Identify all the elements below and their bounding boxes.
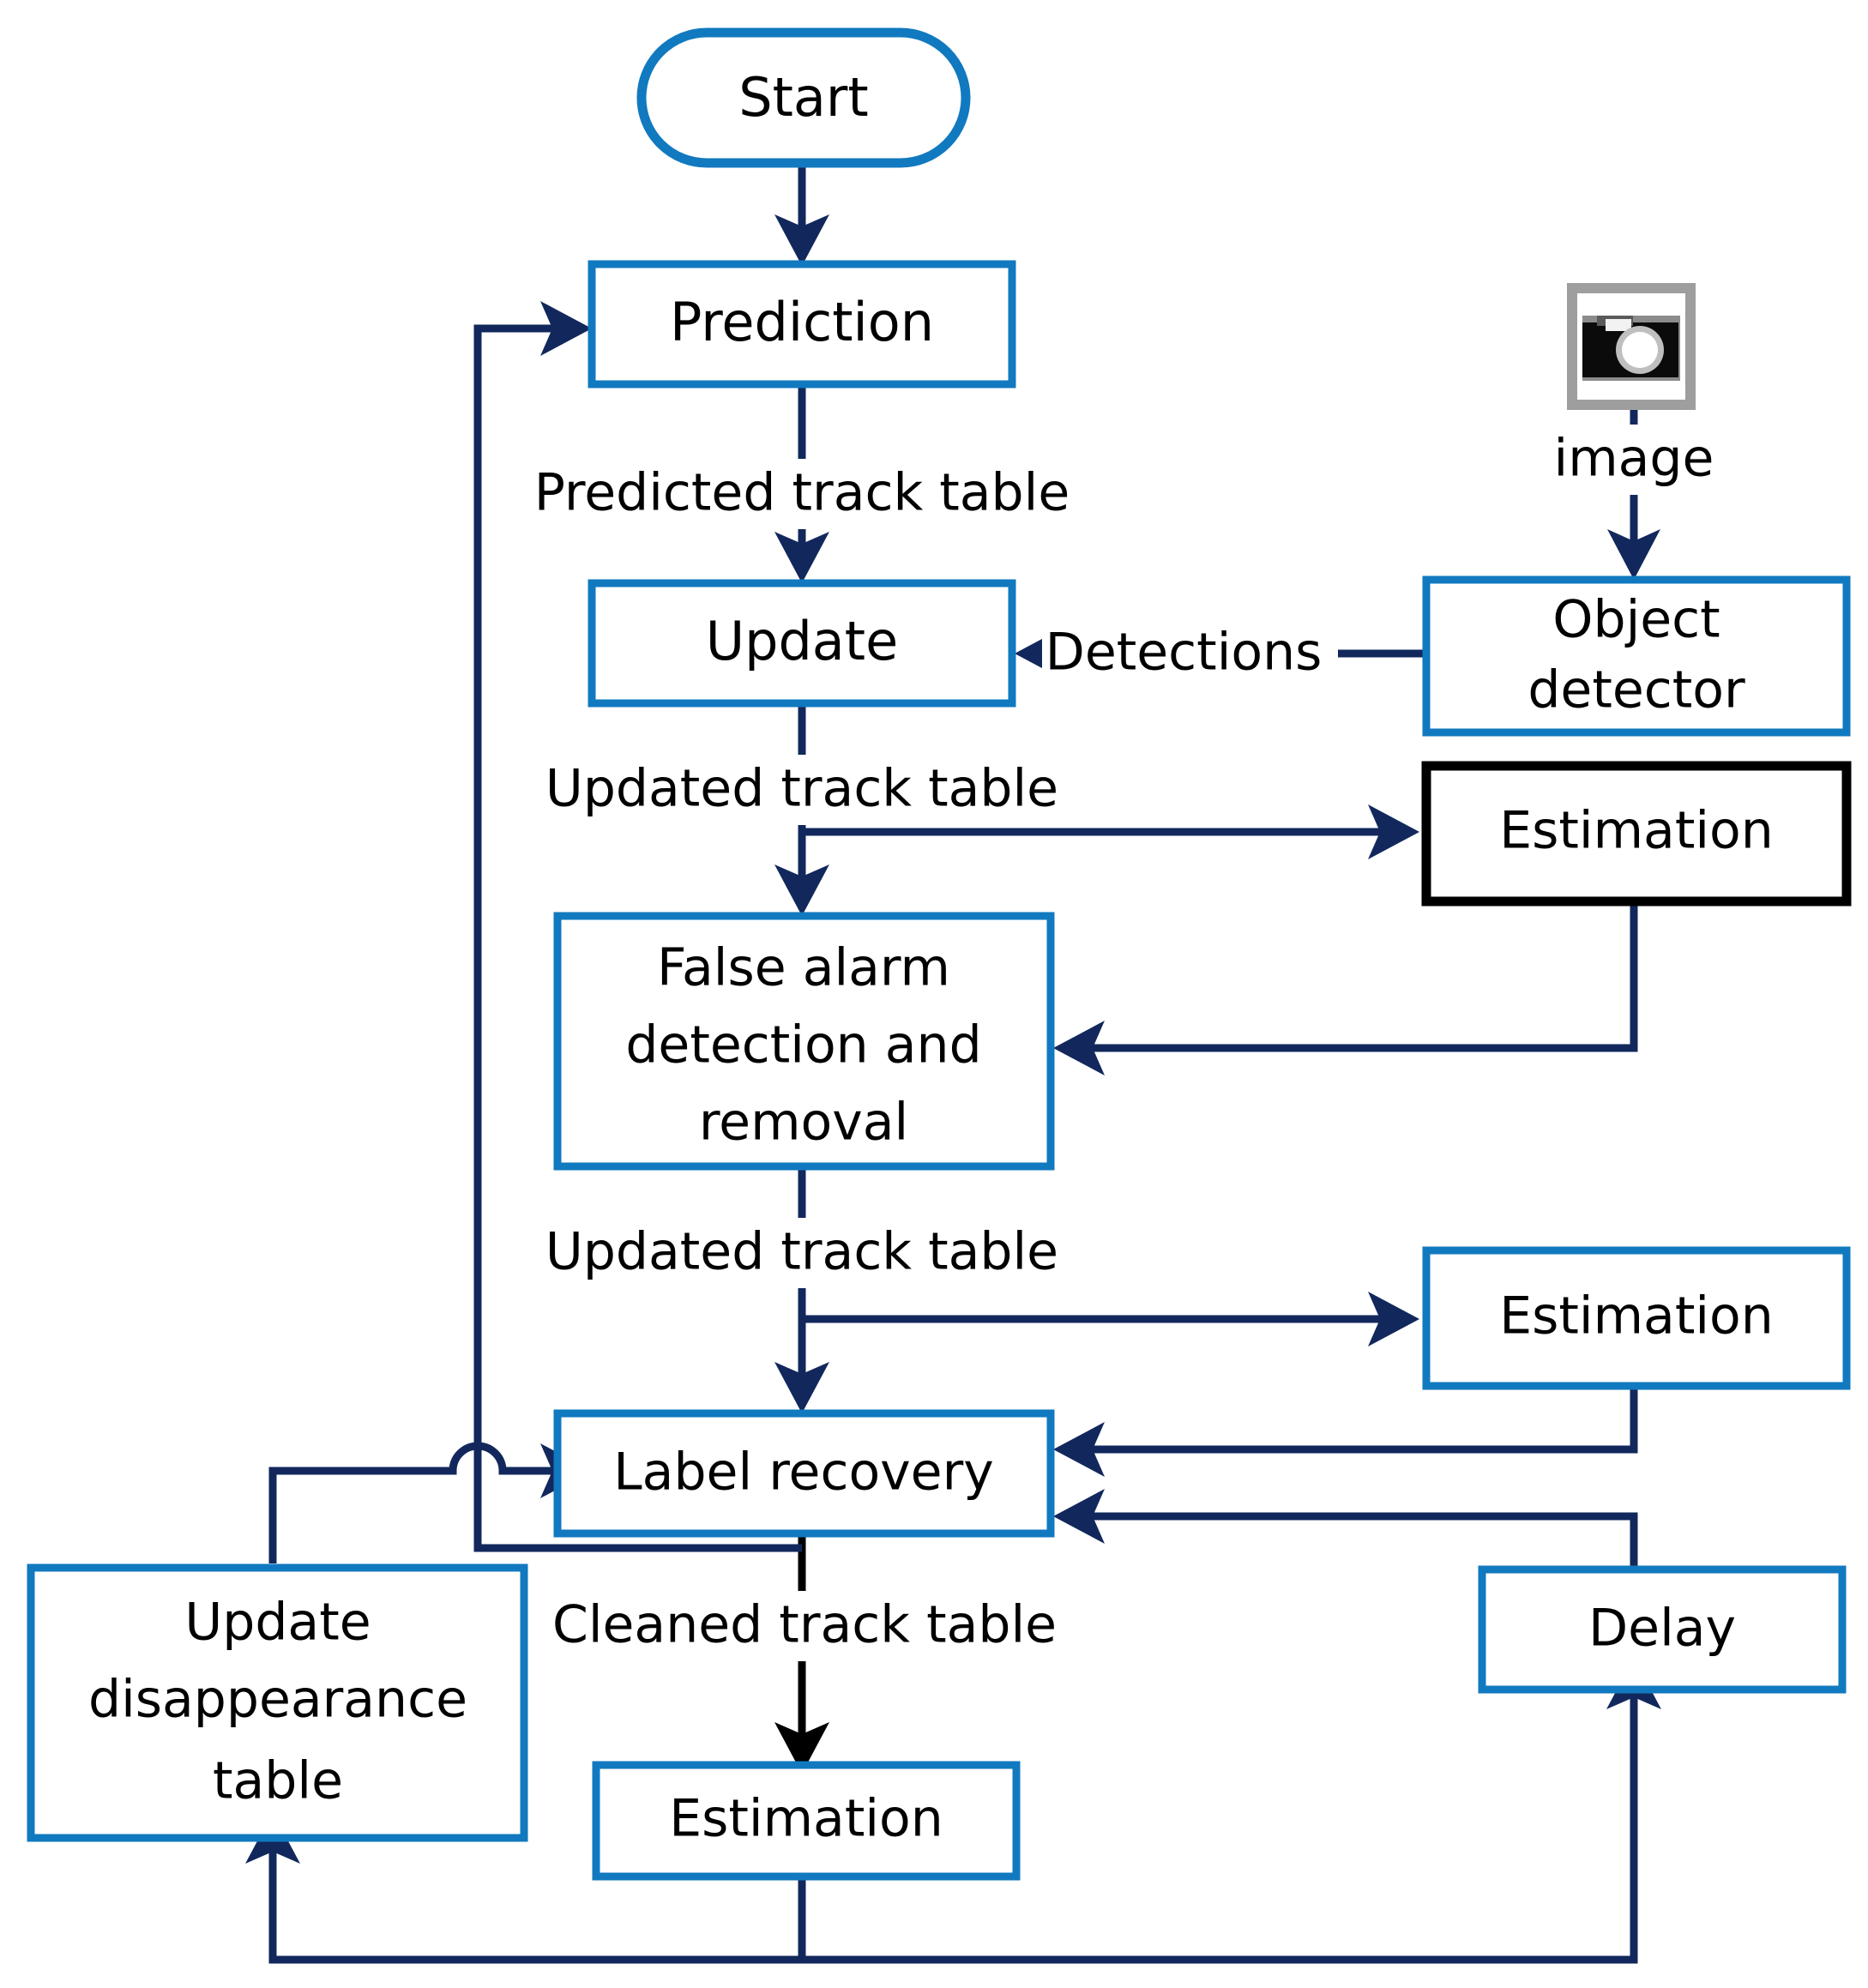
node-estimation-1-label: Estimation <box>1499 801 1774 861</box>
edge-label-cleaned-track-table: Cleaned track table <box>539 1591 1070 1661</box>
node-object-detector[interactable]: Object detector <box>1422 575 1851 737</box>
node-prediction[interactable]: Prediction <box>588 260 1016 389</box>
node-object-detector-line-1: Object <box>1552 590 1720 650</box>
edge-label-predicted-track-table-text: Predicted track table <box>534 463 1070 523</box>
node-false-alarm-line-2: detection and <box>625 1015 981 1075</box>
camera-icon <box>1567 283 1696 410</box>
edge-label-updated-track-table-1-text: Updated track table <box>545 759 1058 819</box>
node-estimation-bottom[interactable]: Estimation <box>592 1761 1021 1881</box>
node-start[interactable]: Start <box>636 27 971 168</box>
node-update-disappearance-line-2: disappearance <box>88 1670 467 1730</box>
edge-label-image-text: image <box>1554 429 1714 489</box>
edge-label-recovery-to-prediction-feedback <box>473 301 802 1552</box>
edge-estimation-2-to-label-recovery <box>1053 1385 1638 1477</box>
edge-label-updated-track-table-2: Updated track table <box>518 1218 1093 1288</box>
node-object-detector-line-2: detector <box>1528 660 1745 720</box>
edge-estimation-1-to-false-alarm <box>1053 901 1638 1075</box>
node-update-disappearance-table[interactable]: Update disappearance table <box>27 1563 528 1842</box>
node-update-disappearance-line-3: table <box>213 1751 343 1811</box>
node-prediction-label: Prediction <box>670 291 934 353</box>
edge-label-detections-text: Detections <box>1045 623 1323 683</box>
node-update-disappearance-line-1: Update <box>184 1593 371 1653</box>
node-update-label: Update <box>706 610 899 672</box>
node-label-recovery[interactable]: Label recovery <box>553 1409 1055 1538</box>
node-estimation-1[interactable]: Estimation <box>1421 761 1852 907</box>
edge-update-to-estimation-1 <box>802 804 1419 859</box>
node-estimation-2[interactable]: Estimation <box>1422 1246 1851 1390</box>
edge-delay-to-label-recovery <box>1053 1489 1638 1569</box>
edge-label-updated-track-table-2-text: Updated track table <box>545 1222 1058 1282</box>
edge-label-predicted-track-table: Predicted track table <box>509 459 1101 529</box>
node-estimation-2-label: Estimation <box>1499 1286 1774 1346</box>
node-false-alarm-detection-removal[interactable]: False alarm detection and removal <box>553 912 1055 1171</box>
node-update[interactable]: Update <box>588 579 1016 708</box>
node-delay[interactable]: Delay <box>1478 1565 1847 1694</box>
edge-label-updated-track-table-1: Updated track table <box>518 755 1093 825</box>
node-delay-label: Delay <box>1588 1599 1736 1659</box>
edge-start-to-prediction <box>774 163 829 266</box>
edge-false-alarm-to-estimation-2 <box>802 1292 1419 1346</box>
node-false-alarm-line-3: removal <box>699 1093 908 1153</box>
node-estimation-bottom-label: Estimation <box>669 1789 943 1849</box>
edge-label-detections: Detections <box>1042 621 1325 688</box>
node-start-label: Start <box>738 66 868 129</box>
node-false-alarm-line-1: False alarm <box>657 938 950 998</box>
edge-label-image: image <box>1527 425 1741 495</box>
node-label-recovery-label: Label recovery <box>613 1443 994 1503</box>
edge-label-cleaned-track-table-text: Cleaned track table <box>552 1595 1057 1655</box>
edge-false-alarm-to-label-recovery <box>774 1166 829 1413</box>
